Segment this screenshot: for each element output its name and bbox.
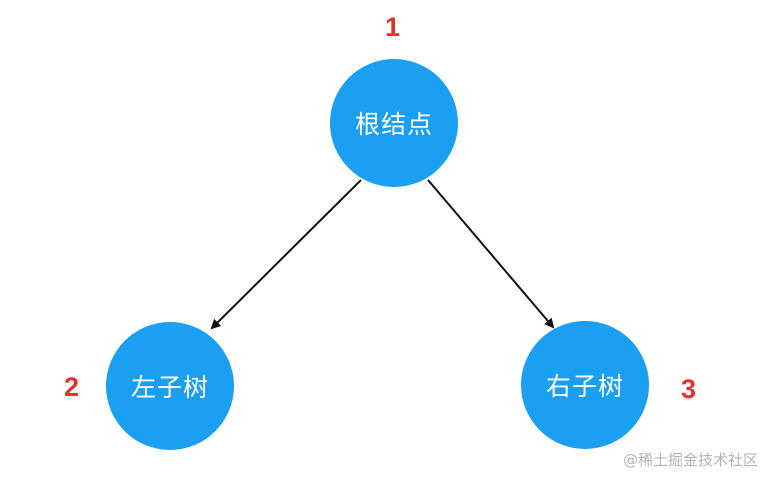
right-subtree-label: 右子树 — [545, 372, 624, 401]
left-subtree-node: 左子树 — [106, 322, 234, 450]
right-subtree-node: 右子树 — [521, 321, 649, 449]
root-order-number: 1 — [385, 12, 401, 42]
edge-root-to-right — [427, 179, 555, 329]
right-order-number: 3 — [681, 374, 697, 404]
root-node: 根结点 — [330, 59, 458, 187]
left-order-number: 2 — [64, 372, 80, 402]
edge-root-to-left — [210, 179, 362, 330]
root-node-label: 根结点 — [354, 110, 433, 139]
left-subtree-label: 左子树 — [130, 373, 209, 402]
watermark-text: @稀土掘金技术社区 — [622, 451, 758, 469]
